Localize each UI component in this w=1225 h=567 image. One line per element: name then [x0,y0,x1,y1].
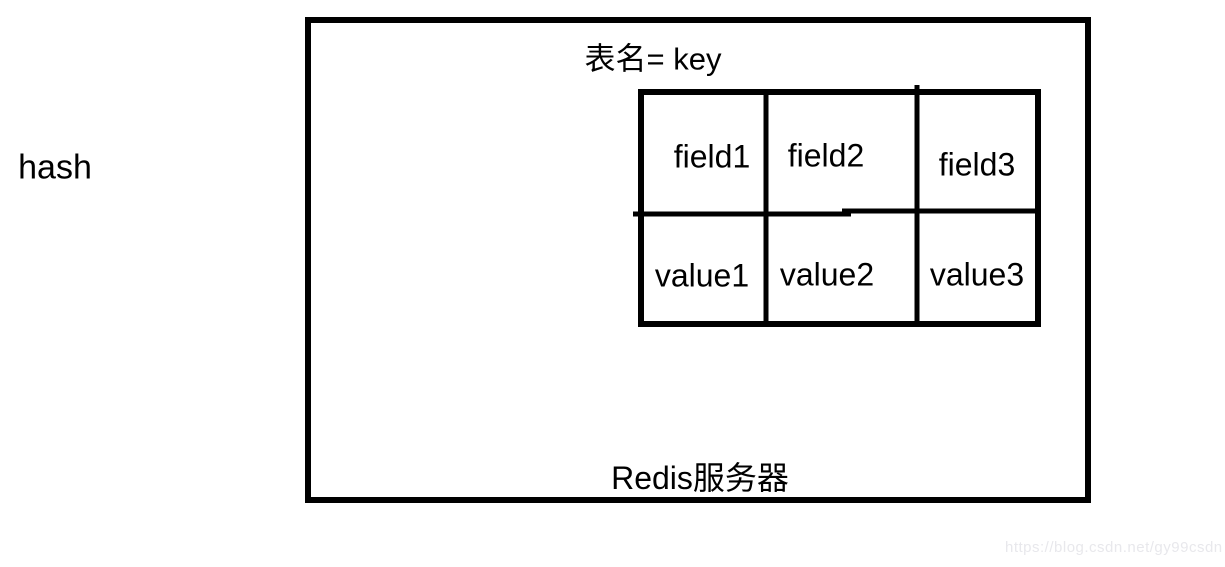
table-cell-value1: value1 [654,257,750,294]
csdn-watermark: https://blog.csdn.net/gy99csdn [1005,539,1223,556]
table-cell-field1: field1 [673,138,751,175]
table-cell-value3: value3 [929,256,1025,293]
table-cell-value2: value2 [779,256,875,293]
table-cell-field3: field3 [938,146,1016,183]
table-name-key-label: 表名= key [584,41,722,77]
hash-type-label: hash [18,148,92,187]
table-cell-field2: field2 [787,137,865,174]
redis-server-label: Redis服务器 [611,460,789,496]
